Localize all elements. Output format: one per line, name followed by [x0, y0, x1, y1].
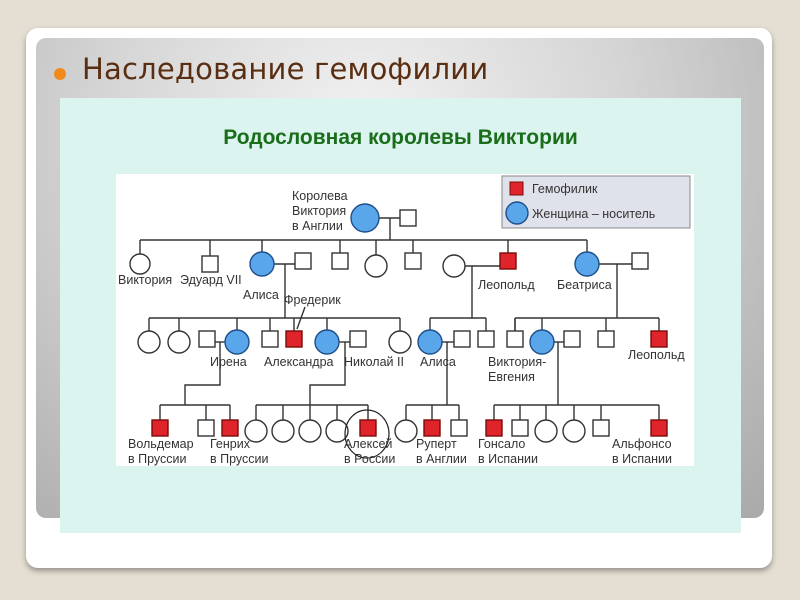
legend-hemophiliac-icon — [509, 181, 524, 196]
legend-carrier-icon — [505, 201, 529, 225]
legend-label-carrier: Женщина – носитель — [532, 207, 655, 221]
person-label-queen: в Англии — [292, 219, 343, 233]
male-symbol-gg_m2 — [197, 419, 215, 437]
female-symbol-leopold_wife — [442, 254, 466, 278]
male-symbol-leopold — [499, 252, 517, 270]
female-symbol-gg_f3 — [298, 419, 322, 443]
person-label-gonzalo: Гонсало — [478, 437, 525, 451]
male-symbol-albert — [399, 209, 417, 227]
male-symbol-gg_m6 — [450, 419, 468, 437]
person-label-alfonso: Альфонсо — [612, 437, 672, 451]
male-symbol-child_m6 — [404, 252, 422, 270]
female-symbol-victoria — [129, 253, 151, 275]
female-symbol-g_f1 — [137, 330, 161, 354]
person-label-heinrich: в Пруссии — [210, 452, 269, 466]
person-label-frederick: Фредерик — [284, 293, 341, 307]
female-symbol-beatrice — [574, 251, 600, 277]
person-label-alfonso: в Испании — [612, 452, 672, 466]
male-symbol-gg_m7 — [511, 419, 529, 437]
male-symbol-leopold2 — [650, 330, 668, 348]
diagram-title: Родословная королевы Виктории — [223, 126, 578, 149]
male-symbol-nicholas — [349, 330, 367, 348]
pedigree-line — [296, 306, 306, 330]
legend-box — [501, 175, 691, 229]
person-label-victoria: Виктория — [118, 273, 172, 287]
male-symbol-frederick — [285, 330, 303, 348]
female-symbol-g_f2 — [167, 330, 191, 354]
male-symbol-gg_m10 — [592, 419, 610, 437]
female-symbol-irene — [224, 329, 250, 355]
bullet-icon — [54, 68, 66, 80]
male-symbol-alexei — [359, 419, 377, 437]
person-label-alexei: Алексей — [344, 437, 392, 451]
person-label-queen: Королева — [292, 189, 348, 203]
person-label-rupert: Руперт — [416, 437, 457, 451]
male-symbol-gonzalo — [485, 419, 503, 437]
female-symbol-g_f4 — [388, 330, 412, 354]
person-label-waldemar: Вольдемар — [128, 437, 194, 451]
female-symbol-gg_f4 — [325, 419, 349, 443]
female-symbol-gg_f8 — [534, 419, 558, 443]
slide-title: Наследование гемофилии — [82, 52, 489, 86]
female-symbol-gg_f2 — [271, 419, 295, 443]
male-symbol-ve_spouse — [563, 330, 581, 348]
highlight-circle — [344, 409, 390, 459]
female-symbol-alice — [249, 251, 275, 277]
person-label-leopold: Леопольд — [478, 278, 535, 292]
person-label-irene: Ирена — [210, 355, 247, 369]
person-label-heinrich: Генрих — [210, 437, 251, 451]
male-symbol-rupert — [423, 419, 441, 437]
male-symbol-waldemar — [151, 419, 169, 437]
person-label-rupert: в Англии — [416, 452, 467, 466]
female-symbol-alice2 — [417, 329, 443, 355]
male-symbol-beatrice_spouse — [631, 252, 649, 270]
person-label-queen: Виктория — [292, 204, 346, 218]
female-symbol-gg_f5 — [394, 419, 418, 443]
male-symbol-child_m4 — [331, 252, 349, 270]
female-symbol-vict_eugenia — [529, 329, 555, 355]
person-label-alice: Алиса — [243, 288, 279, 302]
female-symbol-alexandra — [314, 329, 340, 355]
person-label-alexei: в России — [344, 452, 395, 466]
male-symbol-alice2_spouse — [453, 330, 471, 348]
female-symbol-gg_f1 — [244, 419, 268, 443]
male-symbol-g_m5 — [477, 330, 495, 348]
person-label-gonzalo: в Испании — [478, 452, 538, 466]
person-label-beatrice: Беатриса — [557, 278, 612, 292]
person-label-nicholas: Николай II — [344, 355, 404, 369]
male-symbol-g_m7 — [597, 330, 615, 348]
person-label-waldemar: в Пруссии — [128, 452, 187, 466]
male-symbol-g_m3 — [261, 330, 279, 348]
male-symbol-alice_spouse — [294, 252, 312, 270]
person-label-edward: Эдуард VII — [180, 273, 242, 287]
pedigree-nodes — [129, 203, 668, 459]
person-label-vict_eugenia: Евгения — [488, 370, 535, 384]
male-symbol-heinrich — [221, 419, 239, 437]
person-label-leopold2: Леопольд — [628, 348, 685, 362]
pedigree-lines — [139, 217, 660, 420]
person-label-alice2: Алиса — [420, 355, 456, 369]
male-symbol-irene_spouse — [198, 330, 216, 348]
male-symbol-alfonso — [650, 419, 668, 437]
pedigree-line — [184, 342, 221, 405]
person-label-alexandra: Александра — [264, 355, 334, 369]
legend-label-hemophiliac: Гемофилик — [532, 182, 598, 196]
female-symbol-child_f5 — [364, 254, 388, 278]
female-symbol-gg_f9 — [562, 419, 586, 443]
person-label-vict_eugenia: Виктория- — [488, 355, 546, 369]
pedigree-line — [309, 342, 346, 405]
male-symbol-edward — [201, 255, 219, 273]
male-symbol-g_m6 — [506, 330, 524, 348]
female-symbol-queen — [350, 203, 380, 233]
